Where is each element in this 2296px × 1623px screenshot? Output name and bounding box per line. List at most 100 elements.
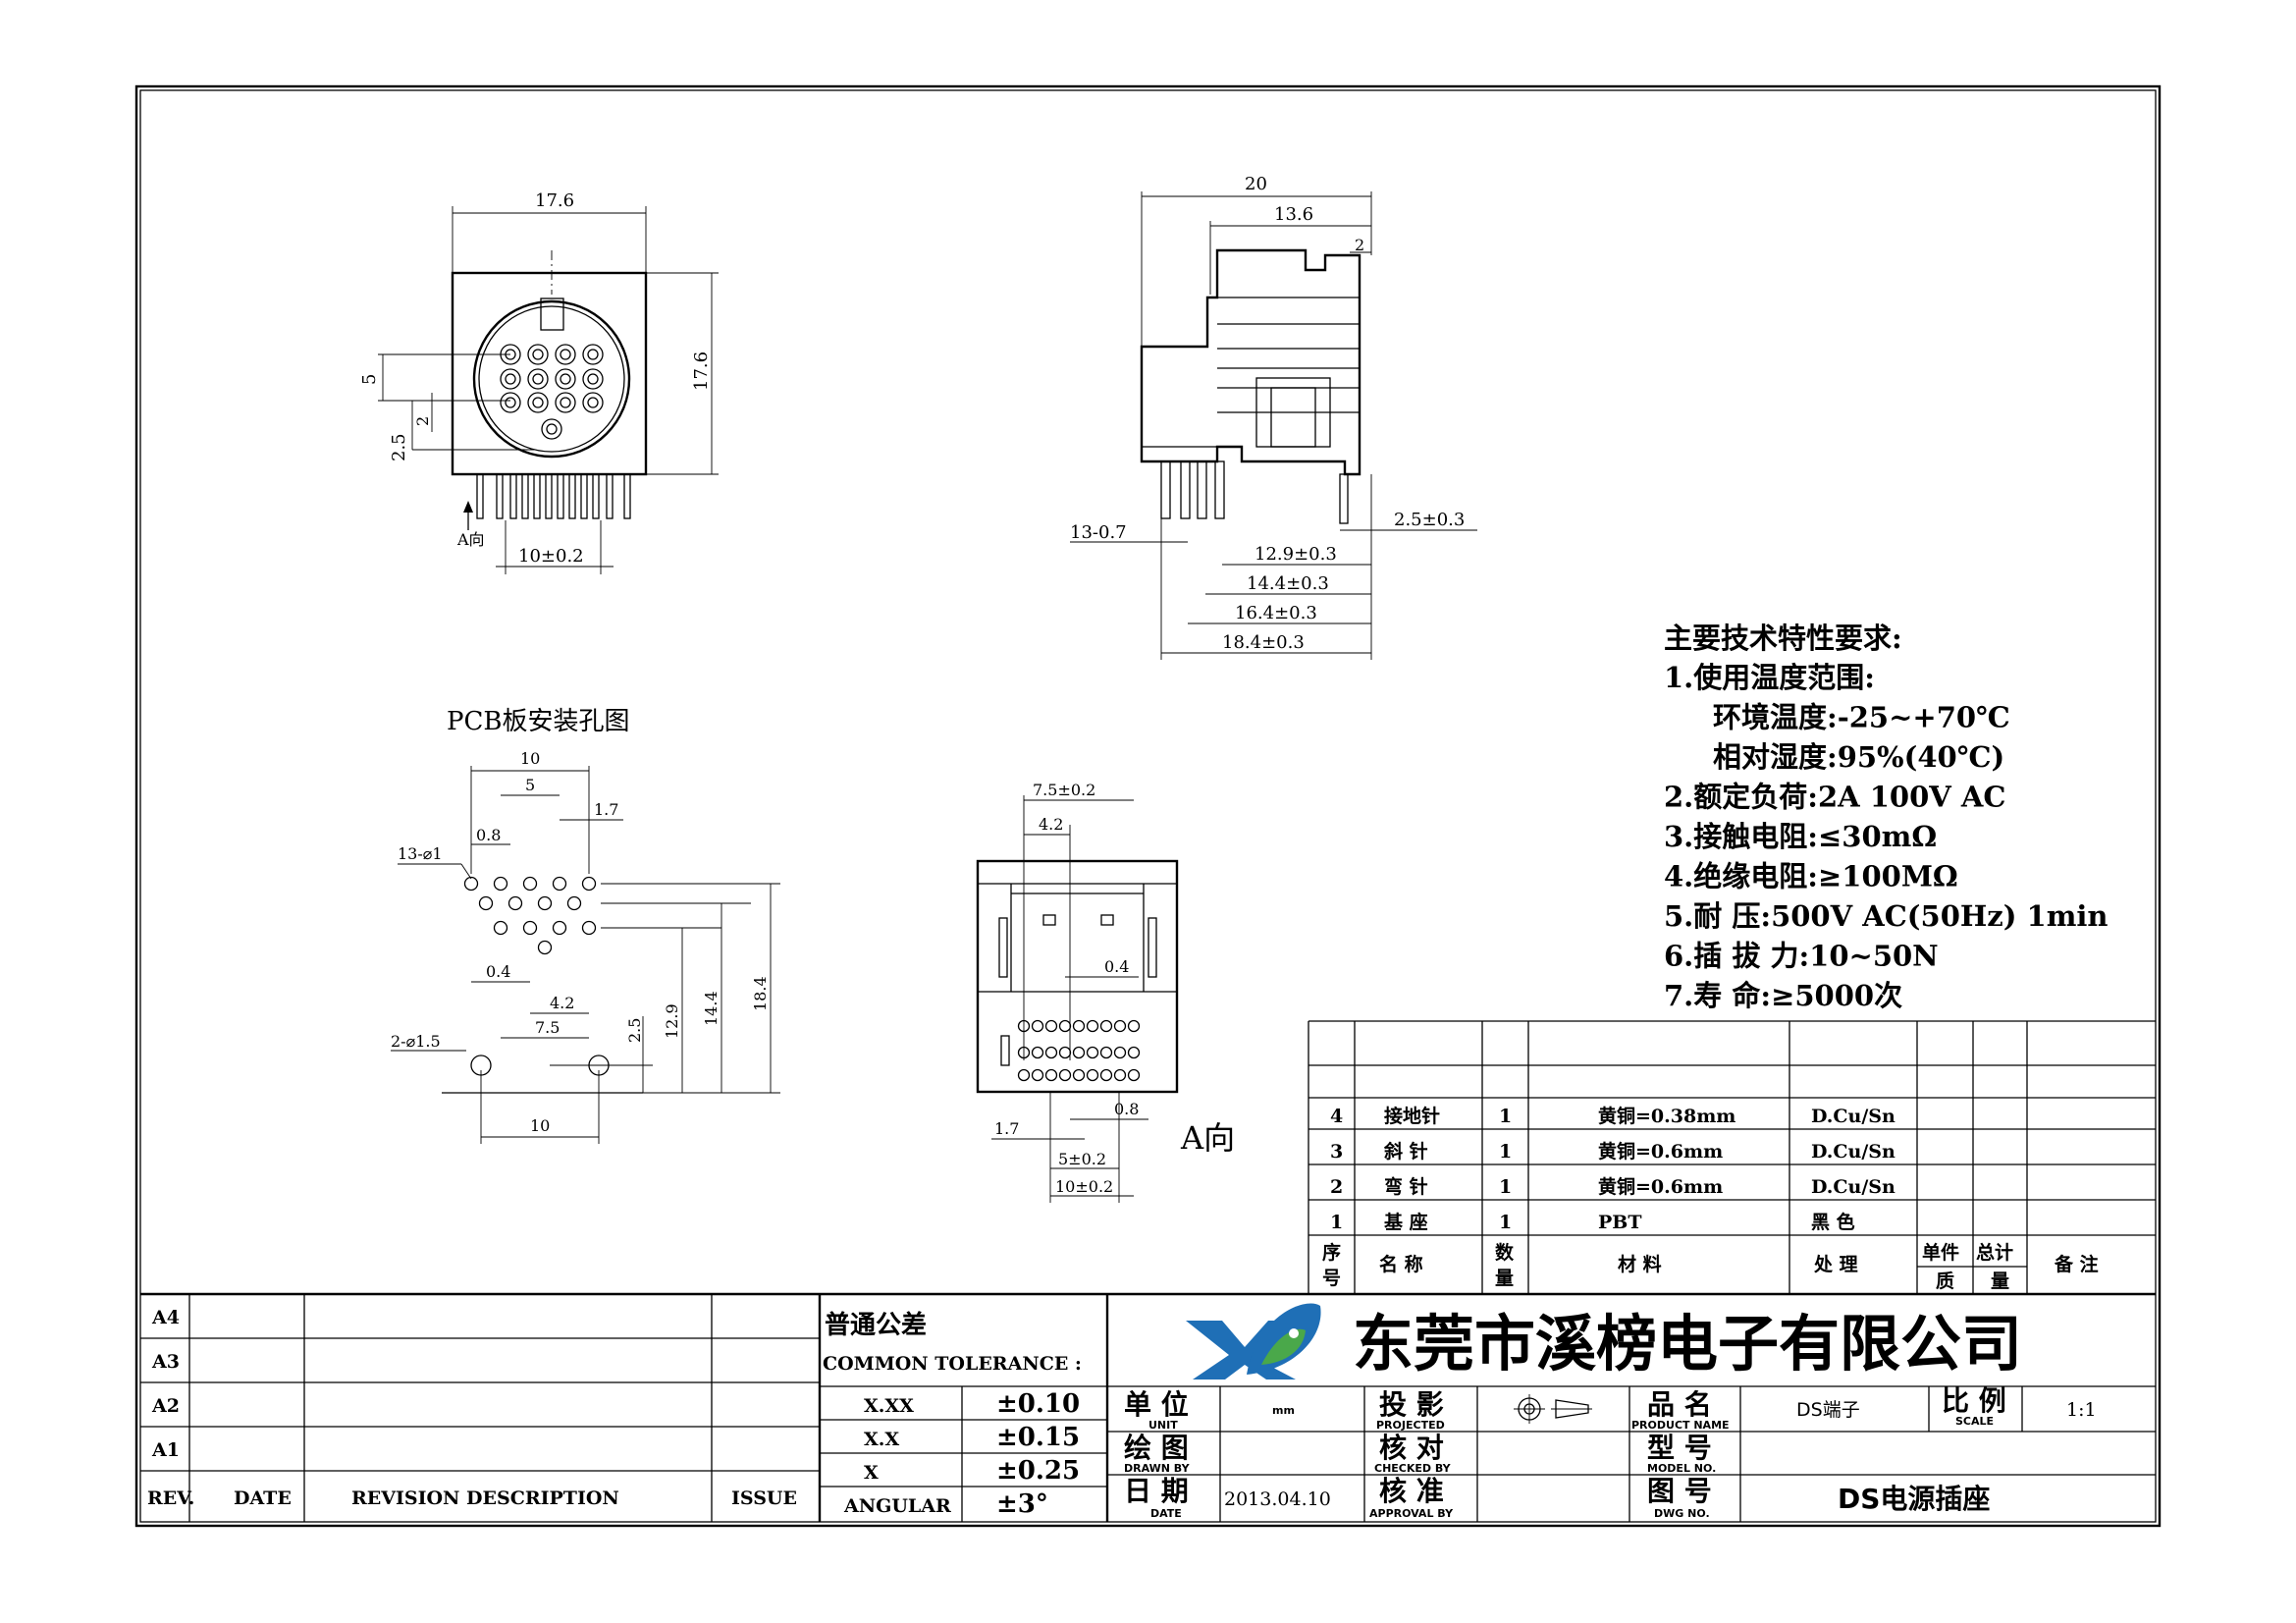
pcb-holes-big: 2-⌀1.5 bbox=[391, 1032, 441, 1051]
rev-row-label: A2 bbox=[151, 1395, 180, 1417]
bom-cell: 3 bbox=[1330, 1141, 1343, 1163]
tol-label: ANGULAR bbox=[843, 1495, 951, 1517]
dim-side-136: 13.6 bbox=[1274, 204, 1313, 225]
bottom-pin bbox=[1058, 1019, 1072, 1033]
front-leg bbox=[580, 473, 588, 519]
bom-cell: D.Cu/Sn bbox=[1811, 1176, 1896, 1198]
dim-front-5: 5 bbox=[359, 374, 380, 385]
bv-dim-42: 4.2 bbox=[1039, 815, 1063, 834]
pcb-hole bbox=[493, 876, 508, 892]
bom-cell: 1 bbox=[1499, 1176, 1512, 1198]
pcb-hole bbox=[522, 920, 538, 936]
bv-dim-10: 10±0.2 bbox=[1055, 1177, 1113, 1196]
dim-side-2: 2 bbox=[1355, 236, 1364, 254]
front-leg bbox=[476, 473, 484, 519]
pcb-dim-08: 0.8 bbox=[476, 826, 501, 844]
contact-socket bbox=[582, 392, 604, 413]
tol-value: ±0.10 bbox=[996, 1389, 1080, 1419]
company-logo bbox=[1186, 1303, 1321, 1380]
bottom-pin bbox=[1044, 1019, 1058, 1033]
front-leg bbox=[496, 473, 504, 519]
bom-h-total-b: 量 bbox=[1991, 1271, 2009, 1292]
front-view: 17.6 17.6 5 2.5 2 A向 10±0.2 bbox=[359, 190, 719, 574]
tb-date-cn: 日 期 bbox=[1124, 1475, 1189, 1507]
pcb-hole bbox=[522, 876, 538, 892]
pcb-dim-04: 0.4 bbox=[486, 962, 510, 981]
tb-approval-en: APPROVAL BY bbox=[1369, 1507, 1454, 1520]
bom-cell: 4 bbox=[1330, 1106, 1343, 1127]
bv-dim-08: 0.8 bbox=[1114, 1100, 1139, 1118]
tb-scale-val: 1:1 bbox=[2066, 1399, 2097, 1421]
bom-h-qty-a: 数 bbox=[1495, 1241, 1515, 1264]
contact-socket bbox=[582, 344, 604, 365]
side-leg bbox=[1160, 460, 1171, 519]
contact-pin bbox=[532, 373, 544, 385]
bottom-pin bbox=[1044, 1046, 1058, 1059]
pcb-dim-h25: 2.5 bbox=[625, 1018, 644, 1043]
dim-front-2: 2 bbox=[413, 416, 432, 426]
pcb-hole bbox=[463, 876, 479, 892]
pcb-hole bbox=[493, 920, 508, 936]
spec-line: 4.绝缘电阻:≥100MΩ bbox=[1664, 860, 1958, 893]
contact-pin bbox=[505, 397, 516, 408]
contact-socket bbox=[527, 368, 549, 390]
bottom-pin bbox=[1099, 1068, 1113, 1082]
pcb-hole bbox=[478, 895, 494, 911]
pcb-dim-75: 7.5 bbox=[535, 1018, 560, 1037]
contact-socket bbox=[500, 368, 521, 390]
pcb-dim-bottom10: 10 bbox=[530, 1116, 550, 1135]
contact-pin bbox=[560, 373, 571, 385]
rev-row-label: A4 bbox=[151, 1307, 180, 1328]
bom-cell: 1 bbox=[1499, 1106, 1512, 1127]
bom-cell: 1 bbox=[1330, 1212, 1343, 1233]
rev-row-label: A1 bbox=[151, 1439, 180, 1461]
spec-line: 2.额定负荷:2A 100V AC bbox=[1664, 781, 2005, 814]
tb-approval-cn: 核 准 bbox=[1379, 1475, 1444, 1507]
tb-scale-en: SCALE bbox=[1955, 1415, 1994, 1428]
tb-dwg-cn: 图 号 bbox=[1647, 1475, 1712, 1507]
pcb-hole bbox=[537, 895, 553, 911]
front-leg bbox=[545, 473, 553, 519]
tb-model-en: MODEL NO. bbox=[1647, 1462, 1716, 1475]
tb-drawn-cn: 绘 图 bbox=[1124, 1432, 1189, 1464]
contact-socket bbox=[555, 344, 576, 365]
side-leg bbox=[1197, 460, 1207, 519]
dim-side-25: 2.5±0.3 bbox=[1394, 510, 1465, 530]
bv-dim-04: 0.4 bbox=[1104, 957, 1129, 976]
bom-cell: 1 bbox=[1499, 1212, 1512, 1233]
tol-subtitle: COMMON TOLERANCE : bbox=[823, 1353, 1082, 1375]
rev-h-desc: REVISION DESCRIPTION bbox=[351, 1488, 619, 1509]
dim-front-width: 17.6 bbox=[535, 190, 574, 211]
bottom-pin bbox=[1086, 1019, 1099, 1033]
pcb-holes-small: 13-⌀1 bbox=[398, 844, 443, 863]
bom-cell: 基 座 bbox=[1383, 1211, 1428, 1233]
side-leg-ground bbox=[1339, 473, 1349, 524]
spec-title: 主要技术特性要求: bbox=[1664, 622, 1902, 655]
bom-h-total: 总计 bbox=[1976, 1241, 2013, 1264]
contact-socket bbox=[555, 368, 576, 390]
bom-cell: 黑 色 bbox=[1811, 1211, 1855, 1233]
tb-checked-cn: 核 对 bbox=[1379, 1432, 1444, 1464]
bottom-pin bbox=[1086, 1068, 1099, 1082]
contact-socket bbox=[527, 392, 549, 413]
bottom-view: 7.5±0.2 4.2 0.4 0.8 1.7 5±0.2 10±0.2 A向 bbox=[976, 781, 1235, 1203]
pcb-dim-h129: 12.9 bbox=[663, 1003, 681, 1039]
bottom-pin bbox=[1072, 1019, 1086, 1033]
dim-front-height: 17.6 bbox=[691, 352, 712, 391]
bom-cell: 黄铜=0.6mm bbox=[1598, 1140, 1723, 1163]
spec-line: 3.接触电阻:≤30mΩ bbox=[1664, 820, 1937, 853]
pcb-hole bbox=[566, 895, 582, 911]
dim-front-25: 2.5 bbox=[389, 433, 409, 461]
contact-socket bbox=[555, 392, 576, 413]
side-leg bbox=[1180, 460, 1191, 519]
bottom-pin bbox=[1058, 1046, 1072, 1059]
bom-h-no-b: 号 bbox=[1322, 1268, 1341, 1289]
company-name: 东莞市溪榜电子有限公司 bbox=[1353, 1308, 2022, 1380]
tb-drawn-en: DRAWN BY bbox=[1124, 1462, 1191, 1475]
dim-side-144: 14.4±0.3 bbox=[1247, 573, 1329, 594]
contact-socket bbox=[541, 418, 562, 440]
front-leg bbox=[533, 473, 541, 519]
contact-pin bbox=[560, 349, 571, 360]
tol-label: X.XX bbox=[864, 1395, 914, 1417]
contact-socket bbox=[582, 368, 604, 390]
